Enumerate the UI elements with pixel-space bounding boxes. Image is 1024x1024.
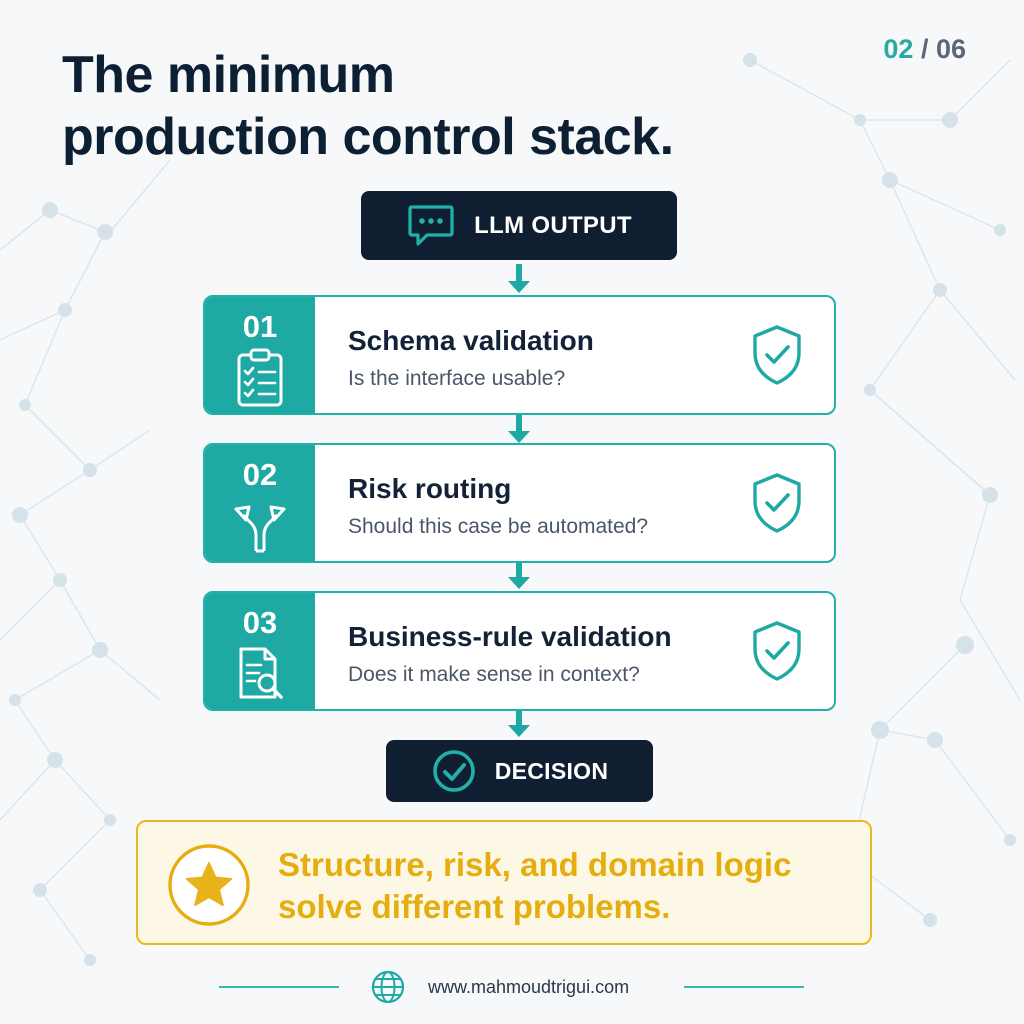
- document-search-icon: [239, 647, 283, 699]
- step-question: Is the interface usable?: [348, 367, 566, 390]
- footer-divider-right: [684, 986, 804, 988]
- key-takeaway-callout: Structure, risk, and domain logic solve …: [136, 820, 872, 945]
- llm-output-label: LLM OUTPUT: [474, 211, 632, 239]
- footer-divider-left: [219, 986, 339, 988]
- clipboard-checklist-icon: [237, 348, 283, 407]
- callout-text: Structure, risk, and domain logic solve …: [278, 844, 858, 928]
- page-title: The minimum production control stack.: [62, 44, 822, 168]
- step-question: Should this case be automated?: [348, 515, 649, 538]
- step-question: Does it make sense in context?: [348, 663, 640, 686]
- check-circle-icon: [432, 750, 475, 792]
- step-number-panel: 01: [205, 297, 315, 413]
- step-title: Risk routing: [348, 473, 512, 504]
- step-number-panel: 03: [205, 593, 315, 709]
- page-counter-separator: /: [913, 34, 936, 64]
- shield-check-icon: [753, 473, 801, 533]
- page-counter: 02 / 06: [883, 34, 966, 65]
- decision-node: DECISION: [386, 740, 653, 802]
- flow-arrow-1: [508, 264, 530, 293]
- star-icon: [168, 844, 250, 926]
- step-number: 02: [242, 457, 278, 492]
- decision-label: DECISION: [494, 757, 609, 784]
- shield-check-icon: [753, 325, 801, 385]
- shield-check-icon: [753, 621, 801, 681]
- callout-line-1: Structure, risk, and domain logic: [278, 846, 792, 883]
- chat-bubble-icon: [408, 204, 454, 246]
- step-title: Schema validation: [348, 325, 594, 356]
- website-url[interactable]: www.mahmoudtrigui.com: [428, 976, 630, 997]
- page-counter-total: 06: [935, 34, 966, 64]
- globe-icon: [371, 970, 405, 1004]
- flow-arrow-2: [508, 414, 530, 443]
- footer: www.mahmoudtrigui.com: [370, 969, 629, 1005]
- step-card-business-rule-validation: 03 Business-rule validation Does it make…: [203, 591, 836, 711]
- step-title: Business-rule validation: [348, 621, 672, 652]
- step-card-risk-routing: 02 Risk routing Should this case be auto…: [203, 443, 836, 563]
- callout-line-2: solve different problems.: [278, 888, 671, 925]
- step-number: 01: [242, 309, 278, 344]
- page-counter-current: 02: [883, 34, 914, 64]
- llm-output-node: LLM OUTPUT: [361, 191, 677, 260]
- flow-arrow-4: [508, 708, 530, 737]
- flow-arrow-3: [508, 560, 530, 589]
- step-number: 03: [242, 605, 278, 640]
- page-title-line-1: The minimum: [62, 46, 395, 104]
- step-number-panel: 02: [205, 445, 315, 561]
- step-card-schema-validation: 01 Schema validation Is the interface us…: [203, 295, 836, 415]
- page-title-line-2: production control stack.: [62, 108, 674, 166]
- fork-arrows-icon: [234, 505, 286, 553]
